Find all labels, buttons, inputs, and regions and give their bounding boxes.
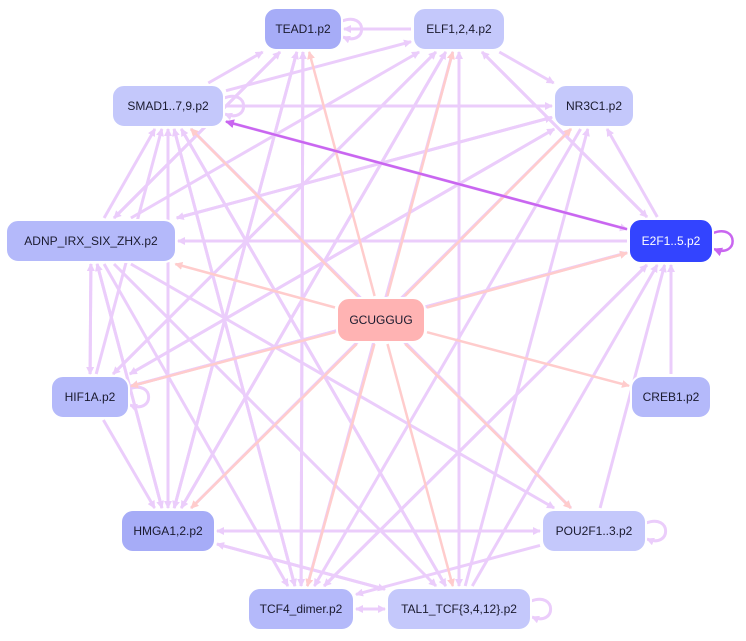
edge-smad-to-elf124 <box>225 39 412 93</box>
node-label-tead1: TEAD1.p2 <box>275 22 331 36</box>
edge-e2f15-to-e2f15 <box>712 230 734 257</box>
node-box-adnp <box>5 219 177 263</box>
node-box-nr3c1 <box>553 84 635 128</box>
node-label-gcuggug: GCUGGUG <box>349 313 412 327</box>
node-box-hmga12 <box>120 509 216 553</box>
node-box-elf124 <box>412 7 506 51</box>
edge-nr3c1-to-hif1a <box>128 127 555 376</box>
edge-pou2f13-to-pou2f13 <box>645 519 668 546</box>
edge-gcuggug-to-pou2f13 <box>404 343 572 509</box>
edge-elf124-to-hmga12 <box>180 51 447 509</box>
node-box-gcuggug <box>336 297 426 343</box>
node-box-pou2f13 <box>541 509 647 553</box>
edge-gcuggug-to-smad <box>190 128 358 297</box>
node-label-elf124: ELF1,2,4.p2 <box>426 22 492 36</box>
edge-gcuggug-to-tead1 <box>307 51 376 297</box>
node-tead1[interactable]: TEAD1.p2 <box>263 7 343 51</box>
node-gcuggug[interactable]: GCUGGUG <box>336 297 426 343</box>
node-nr3c1[interactable]: NR3C1.p2 <box>553 84 635 128</box>
edge-smad-to-tal1 <box>180 128 447 587</box>
edge-gcuggug-to-adnp <box>174 261 336 309</box>
edge-nr3c1-to-adnp <box>175 115 553 221</box>
edge-gcuggug-to-nr3c1 <box>404 128 572 297</box>
node-hif1a[interactable]: HIF1A.p2 <box>50 375 130 419</box>
node-box-creb1 <box>630 375 712 419</box>
nodes: GCUGGUG TEAD1.p2 ELF1,2,4.p2NR3C1.p2E2F1..… <box>5 7 714 631</box>
edge-tal1-to-tal1 <box>530 597 553 624</box>
node-label-pou2f13: POU2F1..3.p2 <box>556 524 633 538</box>
highlight-edges <box>225 119 734 257</box>
motif-edges <box>130 51 630 587</box>
edge-gcuggug-to-tal1 <box>386 343 455 587</box>
node-tal1[interactable]: TAL1_TCF{3,4,12}.p2 <box>386 587 532 631</box>
edge-hif1a-to-adnp <box>86 263 95 375</box>
node-label-adnp: ADNP_IRX_SIX_ZHX.p2 <box>24 234 158 248</box>
edge-e2f15-to-smad <box>225 119 628 231</box>
edge-e2f15-to-nr3c1 <box>605 128 659 218</box>
node-hmga12[interactable]: HMGA1,2.p2 <box>120 509 216 553</box>
edge-smad-to-tead1 <box>207 50 264 85</box>
edge-gcuggug-to-tcf4 <box>305 343 376 587</box>
node-label-tcf4: TCF4_dimer.p2 <box>260 602 343 616</box>
node-box-e2f15 <box>628 218 714 264</box>
node-tcf4[interactable]: TCF4_dimer.p2 <box>247 587 355 631</box>
node-box-hif1a <box>50 375 130 419</box>
edge-adnp-to-smad <box>102 128 157 219</box>
node-label-tal1: TAL1_TCF{3,4,12}.p2 <box>401 602 517 616</box>
edge-hmga12-to-tal1 <box>216 542 386 592</box>
edge-smad-to-tcf4 <box>172 128 297 587</box>
node-label-smad: SMAD1..7,9.p2 <box>127 99 209 113</box>
node-box-tal1 <box>386 587 532 631</box>
edge-gcuggug-to-e2f15 <box>426 250 628 309</box>
node-box-smad <box>111 84 225 128</box>
node-box-tcf4 <box>247 587 355 631</box>
node-box-tead1 <box>263 7 343 51</box>
edge-gcuggug-to-hif1a <box>130 330 336 389</box>
node-elf124[interactable]: ELF1,2,4.p2 <box>412 7 506 51</box>
node-label-e2f15: E2F1..5.p2 <box>642 234 701 248</box>
edge-gcuggug-to-hmga12 <box>190 343 358 509</box>
edge-gcuggug-to-creb1 <box>426 330 630 388</box>
edge-hif1a-to-hmga12 <box>102 419 156 509</box>
node-creb1[interactable]: CREB1.p2 <box>630 375 712 419</box>
node-e2f15[interactable]: E2F1..5.p2 <box>628 218 714 264</box>
node-label-creb1: CREB1.p2 <box>643 390 700 404</box>
node-label-nr3c1: NR3C1.p2 <box>566 99 622 113</box>
node-label-hmga12: HMGA1,2.p2 <box>133 524 203 538</box>
node-adnp[interactable]: ADNP_IRX_SIX_ZHX.p2 <box>5 219 177 263</box>
node-label-hif1a: HIF1A.p2 <box>65 390 116 404</box>
node-smad[interactable]: SMAD1..7,9.p2 <box>111 84 225 128</box>
edge-tead1-to-tcf4 <box>297 51 306 587</box>
edge-nr3c1-to-tcf4 <box>313 128 582 587</box>
edge-elf124-to-nr3c1 <box>498 50 555 85</box>
node-pou2f13[interactable]: POU2F1..3.p2 <box>541 509 647 553</box>
edge-adnp-to-pou2f13 <box>130 262 555 510</box>
